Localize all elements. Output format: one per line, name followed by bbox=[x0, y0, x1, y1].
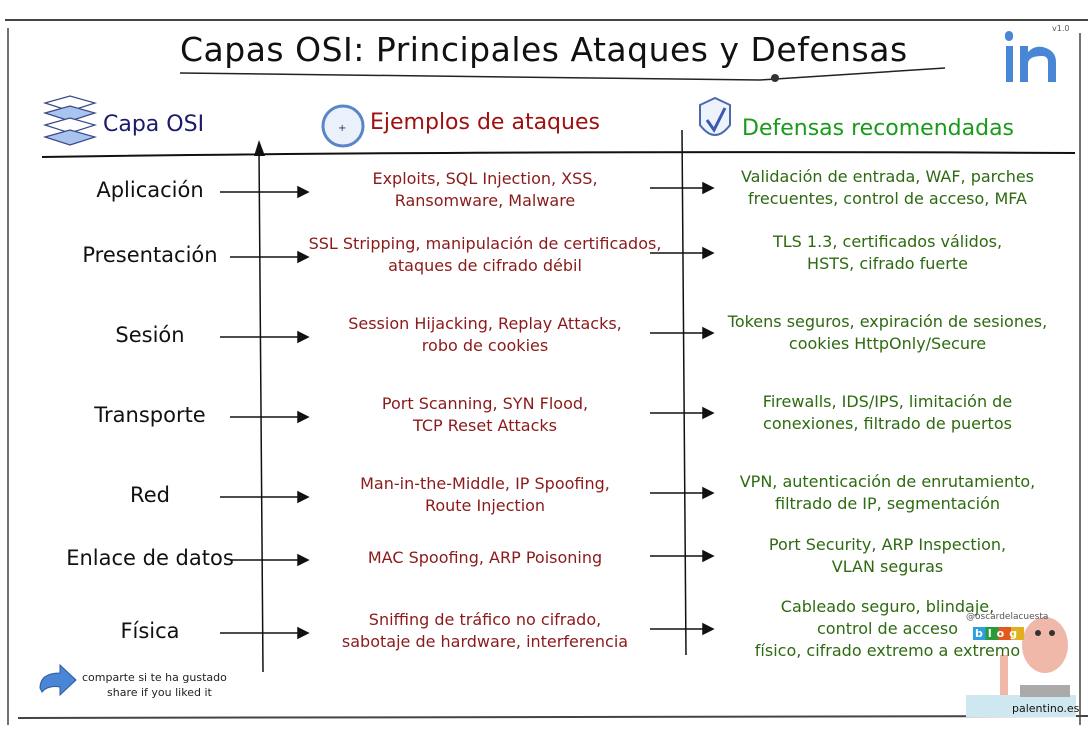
arrow-layer-to-attack-head bbox=[297, 626, 310, 640]
shield-check-icon bbox=[699, 96, 731, 136]
site-label: palentino.es bbox=[1012, 702, 1080, 715]
header-attacks: Ejemplos de ataques bbox=[370, 110, 600, 135]
arrow-attack-to-defense-head bbox=[702, 486, 715, 500]
share-text-es[interactable]: comparte si te ha gustado bbox=[82, 671, 227, 684]
attack-text: MAC Spoofing, ARP Poisoning bbox=[367, 548, 603, 567]
attack-text: Exploits, SQL Injection, XSS, Ransomware… bbox=[372, 169, 598, 210]
layer-name: Transporte bbox=[94, 403, 206, 427]
arrow-attack-to-defense-head bbox=[702, 406, 715, 420]
svg-text:+: + bbox=[338, 123, 346, 134]
layer-name: Aplicación bbox=[96, 178, 204, 202]
blog-badge: blog bbox=[973, 627, 1025, 640]
layers-icon bbox=[42, 95, 98, 146]
attack-text: Session Hijacking, Replay Attacks, robo … bbox=[348, 314, 622, 355]
arrow-attack-to-defense-head bbox=[702, 181, 715, 195]
attack-text: Man-in-the-Middle, IP Spoofing, Route In… bbox=[360, 474, 610, 515]
arrow-attack-to-defense-head bbox=[702, 246, 715, 260]
page-title: Capas OSI: Principales Ataques y Defensa… bbox=[180, 30, 908, 69]
share-text-en[interactable]: share if you liked it bbox=[107, 686, 212, 699]
author-handle: @oscardelacuesta bbox=[966, 612, 1049, 622]
version-label: v1.0 bbox=[1052, 24, 1070, 33]
layer-name: Red bbox=[130, 483, 170, 507]
arrow-layer-to-attack-head bbox=[297, 185, 310, 199]
defense-text: Tokens seguros, expiración de sesiones, … bbox=[727, 312, 1048, 353]
arrow-layer-to-attack-head bbox=[297, 410, 310, 424]
spider-icon bbox=[771, 74, 779, 82]
attack-text: Port Scanning, SYN Flood, TCP Reset Atta… bbox=[381, 394, 589, 435]
defense-text: TLS 1.3, certificados válidos, HSTS, cif… bbox=[772, 232, 1003, 273]
arrow-attack-to-defense-head bbox=[702, 549, 715, 563]
layer-name: Sesión bbox=[115, 323, 185, 347]
attack-text: SSL Stripping, manipulación de certifica… bbox=[308, 234, 662, 275]
defense-text: Validación de entrada, WAF, parches frec… bbox=[740, 167, 1035, 208]
arrow-layer-to-attack-head bbox=[297, 250, 310, 264]
arrow-layer-to-attack-head bbox=[297, 330, 310, 344]
attack-text: Sniffing de tráfico no cifrado, sabotaje… bbox=[341, 610, 629, 651]
arrow-layer-to-attack-head bbox=[297, 553, 310, 567]
avatar bbox=[966, 617, 1076, 717]
header-layer: Capa OSI bbox=[103, 112, 205, 137]
share-arrow-icon bbox=[39, 663, 77, 697]
layer-name: Presentación bbox=[82, 243, 218, 267]
defense-text: Firewalls, IDS/IPS, limitación de conexi… bbox=[762, 392, 1013, 433]
defense-text: VPN, autenticación de enrutamiento, filt… bbox=[739, 472, 1036, 513]
header-defenses: Defensas recomendadas bbox=[742, 116, 1015, 141]
arrow-attack-to-defense-head bbox=[702, 326, 715, 340]
target-icon: + bbox=[321, 104, 365, 148]
layer-name: Física bbox=[120, 619, 180, 643]
layer-name: Enlace de datos bbox=[66, 546, 234, 570]
linkedin-logo bbox=[1005, 31, 1056, 82]
defense-text: Port Security, ARP Inspection, VLAN segu… bbox=[768, 535, 1007, 576]
defense-text: Cableado seguro, blindaje, control de ac… bbox=[754, 597, 1021, 660]
arrow-attack-to-defense-head bbox=[702, 622, 715, 636]
arrow-layer-to-attack-head bbox=[297, 490, 310, 504]
